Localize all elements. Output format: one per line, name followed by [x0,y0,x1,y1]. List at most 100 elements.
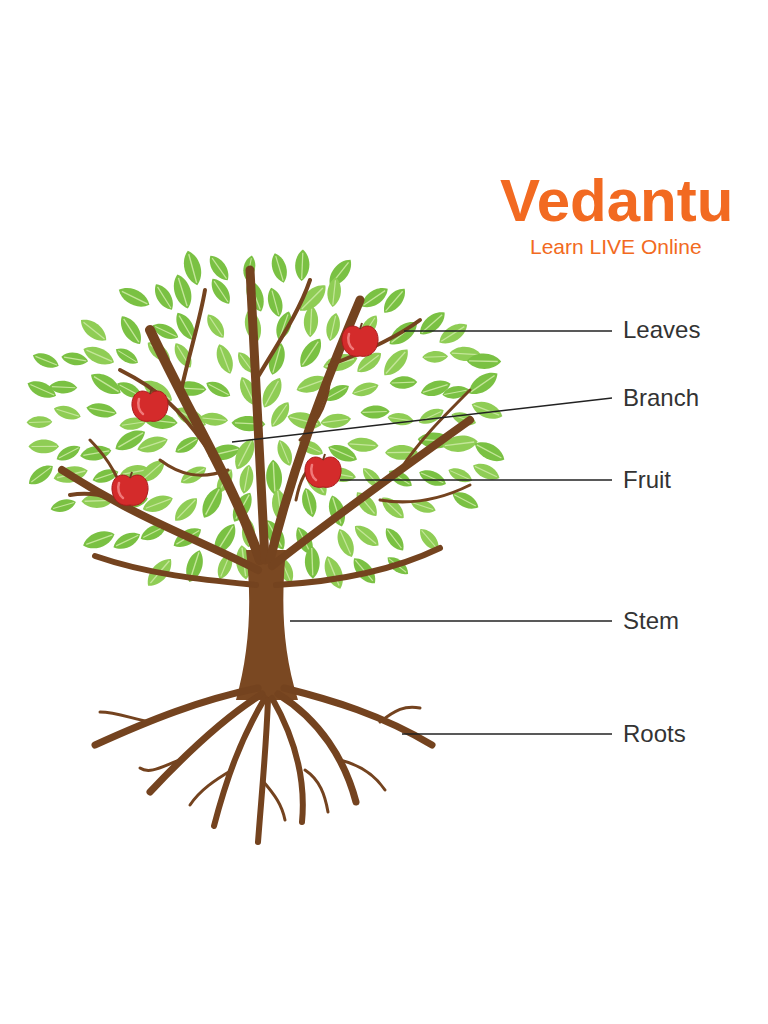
leaf [85,401,118,420]
leaf-blade [304,546,320,579]
leaf-vein [177,500,195,519]
leaf-vein [140,440,165,448]
leaf-blade [203,311,229,341]
apple [305,454,341,487]
leaf-blade [54,442,83,465]
leaf [28,440,59,454]
leaf-blade [378,493,409,523]
leaf-blade [207,275,235,307]
leaf [116,312,147,348]
leaf-blade [435,319,471,349]
leaf-vein [356,528,376,544]
leaf-vein [354,386,376,393]
leaf-vein [273,462,275,491]
leaf-blade [49,496,78,515]
leaf-vein [312,548,313,575]
leaf-vein [471,376,495,392]
part-label: Leaves [623,316,700,344]
leader-lines [232,331,612,734]
leaf-blade [203,378,233,401]
leaf-blade [266,399,294,431]
leaf-vein [469,360,498,362]
leaf [49,496,78,515]
leaf-blade [197,483,227,521]
apple-body [132,391,168,421]
leader-line [340,479,612,481]
leaf [197,483,227,521]
leaf-vein [31,467,51,482]
rootlet [380,707,420,722]
leaf-vein [392,382,415,384]
leaf-blade [170,272,196,311]
apple-stalk [360,323,362,329]
leaf-vein [387,530,401,548]
leaf-vein [178,278,187,306]
leaf [111,528,143,553]
leaf [465,367,502,399]
rootlet [190,770,232,805]
leaf-vein [217,526,232,551]
leaf-blade [351,521,383,551]
leaf-vein [273,405,287,425]
leaf-blade [26,416,52,428]
leaf-blade [31,350,61,372]
leaf-blade [381,524,408,554]
leaf-vein [155,327,176,337]
leaf-blade [326,277,342,308]
leaf-blade [268,251,290,284]
leaf [379,344,414,380]
leaf-vein [364,291,386,306]
leaf-vein [477,445,502,458]
root [278,694,356,802]
leaf-vein [57,409,79,416]
leaf-blade [416,405,446,428]
leaf [422,351,448,364]
leader-line [402,733,612,735]
leaf [60,351,89,368]
leaf-blade [360,405,390,419]
leaf-vein [212,258,226,278]
leaf-vein [330,316,335,339]
leaf-vein [389,417,411,420]
leaf-blade [465,367,502,399]
twig [180,290,205,395]
leaf-vein [244,467,248,491]
part-label: Fruit [623,466,671,494]
leaf-vein [86,535,112,544]
leaf [170,493,202,525]
leaf-vein [202,418,226,420]
root [214,698,265,826]
leaf [350,379,380,399]
leaf-blade [324,255,356,290]
leaf [379,284,410,317]
apple [132,388,168,421]
leaf-blade [333,526,358,560]
leaf-vein [52,387,76,388]
leaf [52,402,82,422]
leaf-vein [94,377,119,392]
leaf [387,411,415,427]
leaf [324,255,356,290]
twig [330,320,420,365]
leaf-blade [76,314,110,345]
leaf-blade [116,312,147,348]
trunk [236,550,298,700]
leaf-blade [113,344,141,367]
leaf-blade [417,466,449,490]
leaf-blade [150,281,177,314]
apple-body [305,457,341,487]
leaf-vein [32,446,57,447]
leaf-vein [206,489,220,515]
leaf [205,252,233,284]
leaf [31,350,61,372]
leaf [303,305,319,337]
leaf-blade [446,465,475,486]
leaf-blade [85,401,118,420]
apple-body [112,475,148,505]
apple-stalk [130,472,132,478]
leaf-vein [89,408,114,413]
leaf-vein [306,490,312,514]
leaf [347,437,379,453]
leaf [295,334,327,371]
apple [342,323,378,356]
